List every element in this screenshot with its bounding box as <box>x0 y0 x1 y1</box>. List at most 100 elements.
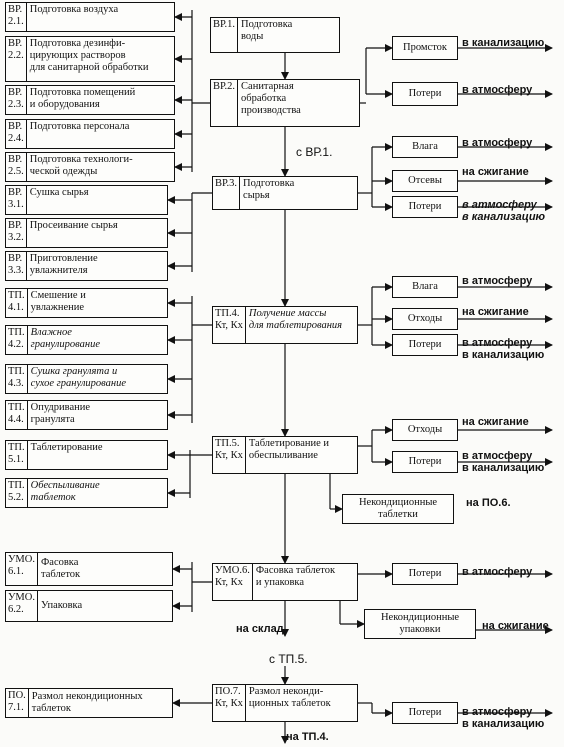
step-code: ВР.3. <box>213 177 241 209</box>
flow-note-from-vr1: с ВР.1. <box>296 145 333 159</box>
step-box-vr-2-1: ВР. 2.1.Подготовка воздуха <box>5 2 175 32</box>
destination-label: на ПО.6. <box>466 497 511 509</box>
output-box: Потери <box>392 702 458 724</box>
output-box: Потери <box>392 196 458 218</box>
destination-label: на сжигание <box>462 306 529 318</box>
destination-label: на сжигание <box>462 166 529 178</box>
step-label: Санитарная обработка производства <box>241 81 301 116</box>
step-label: Смешение и увлажнение <box>30 290 86 313</box>
step-box-tp-4-3: ТП. 4.3.Сушка гранулята и сухое гранулир… <box>5 364 168 394</box>
flow-note-from-tp5: с ТП.5. <box>269 652 308 666</box>
output-box: Потери <box>392 451 458 473</box>
output-box: Потери <box>392 563 458 585</box>
step-code: УМО.6. Кт, Кх <box>213 564 253 600</box>
step-label: Размол некондиционных таблеток <box>31 691 143 714</box>
destination-label: в атмосферу в канализацию <box>462 450 545 474</box>
output-box: Отходы <box>392 419 458 441</box>
step-code: ТП. 5.2. <box>6 479 28 507</box>
step-label: Подготовка сырья <box>243 178 295 201</box>
step-code: ВР. 3.3. <box>6 252 27 280</box>
destination-label: на сжигание <box>482 620 549 632</box>
step-box-vr-3-2: ВР. 3.2.Просеивание сырья <box>5 218 168 248</box>
step-code: ПО. 7.1. <box>6 689 29 717</box>
destination-label: в атмосферу в канализацию <box>462 337 545 361</box>
destination-label: в канализацию <box>462 37 545 49</box>
step-code: ТП. 4.3. <box>6 365 28 393</box>
step-box-vr-2-2: ВР. 2.2.Подготовка дезинфи- цирующих рас… <box>5 36 175 82</box>
destination-label: в атмосферу в канализацию <box>462 199 546 223</box>
output-box: Промсток <box>392 36 458 60</box>
step-label: Таблетирование <box>30 442 103 453</box>
step-label: Получение массы для таблетирования <box>248 308 343 331</box>
step-box-vr-2-5: ВР. 2.5.Подготовка технологи- ческой оде… <box>5 152 175 182</box>
step-code: ПО.7. Кт, Кх <box>213 685 246 721</box>
step-label: Подготовка технологи- ческой одежды <box>29 154 133 177</box>
step-box-umo-6-1: УМО. 6.1.Фасовка таблеток <box>5 552 173 586</box>
step-label: Приготовление увлажнителя <box>29 253 98 276</box>
step-code: ВР. 2.3. <box>6 86 27 114</box>
output-box: Отсевы <box>392 170 458 192</box>
step-code: ВР. 2.4. <box>6 120 27 148</box>
main-step-vr-3: ВР.3.Подготовка сырья <box>212 176 358 210</box>
step-code: УМО. 6.1. <box>6 553 38 585</box>
step-box-po-7-1: ПО. 7.1.Размол некондиционных таблеток <box>5 688 173 718</box>
step-label: Просеивание сырья <box>29 220 118 231</box>
step-box-vr-2-4: ВР. 2.4.Подготовка персонала <box>5 119 175 149</box>
step-label: Подготовка персонала <box>29 121 130 132</box>
step-code: ВР.2. <box>211 80 239 126</box>
step-label: Подготовка помещений и оборудования <box>29 87 136 110</box>
output-box: Потери <box>392 334 458 356</box>
step-label: Сушка гранулята и сухое гранулирование <box>30 366 127 389</box>
step-label: Фасовка таблеток и упаковка <box>255 565 336 588</box>
step-box-tp-4-2: ТП. 4.2.Влажное гранулирование <box>5 325 168 355</box>
step-code: ВР. 2.2. <box>6 37 27 81</box>
step-label: Упаковка <box>40 600 83 611</box>
step-box-tp-5-1: ТП. 5.1.Таблетирование <box>5 440 168 470</box>
step-code: ВР. 2.1. <box>6 3 27 31</box>
step-code: УМО. 6.2. <box>6 591 38 621</box>
destination-label: в атмосферу <box>462 275 533 287</box>
flow-note-to-warehouse: на склад <box>236 623 284 635</box>
step-code: ТП.5. Кт, Кх <box>213 437 246 473</box>
destination-label: в атмосферу <box>462 566 533 578</box>
step-code: ТП. 4.4. <box>6 401 28 429</box>
step-code: ТП. 4.2. <box>6 326 28 354</box>
step-label: Подготовка дезинфи- цирующих растворов д… <box>29 38 149 73</box>
output-box: Отходы <box>392 308 458 330</box>
step-box-tp-4-4: ТП. 4.4.Опудривание гранулята <box>5 400 168 430</box>
step-code: ТП.4. Кт, Кх <box>213 307 246 343</box>
step-code: ВР.1. <box>211 18 239 52</box>
step-label: Сушка сырья <box>29 187 89 198</box>
step-box-vr-3-3: ВР. 3.3.Приготовление увлажнителя <box>5 251 168 281</box>
destination-label: в атмосферу <box>462 84 533 96</box>
step-label: Опудривание гранулята <box>30 402 91 425</box>
step-label: Обеспыливание таблеток <box>30 480 100 503</box>
connector-lines <box>167 10 553 744</box>
output-box: Влага <box>392 276 458 298</box>
step-box-vr-2-3: ВР. 2.3.Подготовка помещений и оборудова… <box>5 85 175 115</box>
step-box-vr-3-1: ВР. 3.1.Сушка сырья <box>5 185 168 215</box>
output-box: Некондиционные таблетки <box>342 494 454 524</box>
main-step-vr-1: ВР.1.Подготовка воды <box>210 17 340 53</box>
destination-label: на сжигание <box>462 416 529 428</box>
flow-note-to-tp4: на ТП.4. <box>286 731 329 743</box>
step-label: Таблетирование и обеспыливание <box>248 438 330 461</box>
step-label: Фасовка таблеток <box>40 557 81 580</box>
step-box-tp-5-2: ТП. 5.2.Обеспыливание таблеток <box>5 478 168 508</box>
step-box-umo-6-2: УМО. 6.2.Упаковка <box>5 590 173 622</box>
step-label: Влажное гранулирование <box>30 327 100 350</box>
step-code: ВР. 3.2. <box>6 219 27 247</box>
output-box: Потери <box>392 82 458 106</box>
destination-label: в атмосферу <box>462 137 533 149</box>
output-box: Влага <box>392 136 458 158</box>
main-step-vr-2: ВР.2.Санитарная обработка производства <box>210 79 360 127</box>
step-code: ТП. 5.1. <box>6 441 28 469</box>
step-code: ВР. 3.1. <box>6 186 27 214</box>
step-label: Подготовка воды <box>241 19 293 42</box>
step-label: Подготовка воздуха <box>29 4 119 15</box>
output-box: Некондиционные упаковки <box>364 609 476 639</box>
